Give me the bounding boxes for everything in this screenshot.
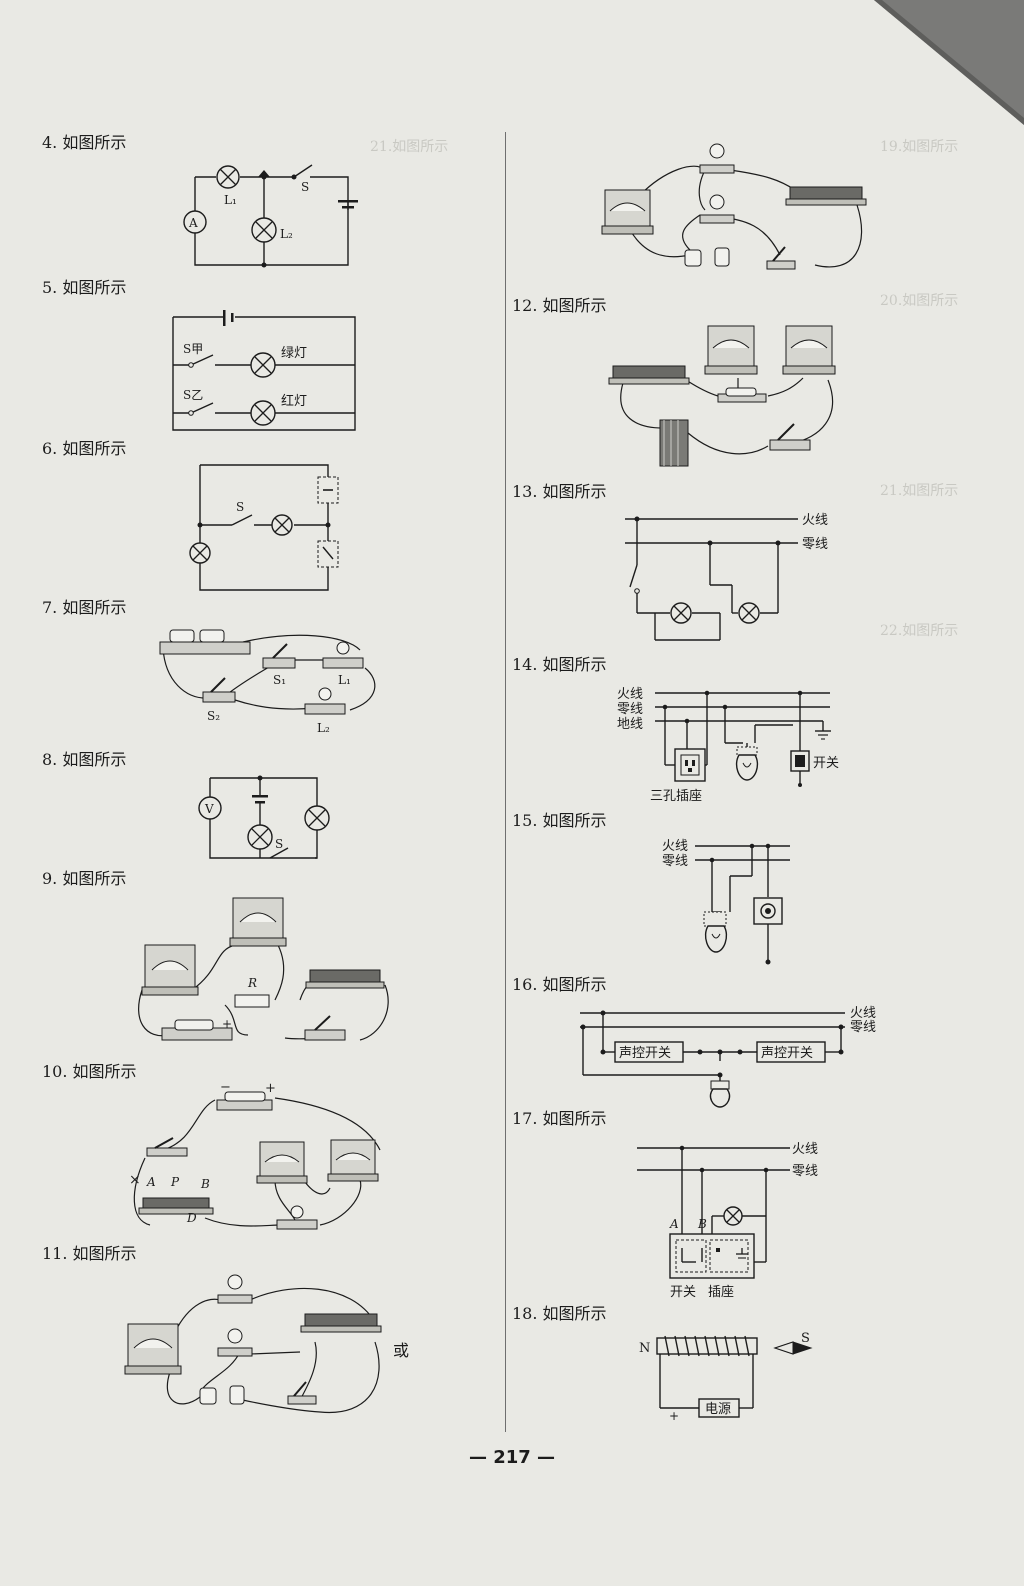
switch-label: 开关 <box>670 1285 696 1300</box>
bleed-through-text: 21.如图所示 <box>880 483 959 499</box>
south-pole-label: S <box>801 1331 810 1346</box>
resistor-label: R <box>247 976 257 990</box>
item-9-label: 9. 如图所示 <box>42 869 127 888</box>
figure-4-circuit: A L₁ L₂ S <box>183 164 358 268</box>
live-wire-label: 火线 <box>662 839 688 854</box>
live-wire-label: 火线 <box>792 1142 818 1157</box>
item-5-label: 5. 如图所示 <box>42 278 127 297</box>
slider-p-label: P <box>170 1175 180 1189</box>
ammeter-label: A <box>188 216 198 230</box>
sound-switch-2-label: 声控开关 <box>761 1046 813 1061</box>
point-b-label: B <box>697 1217 707 1231</box>
page-corner-fold <box>874 0 1024 125</box>
item-6-label: 6. 如图所示 <box>42 439 127 458</box>
lamp-2-label: L₂ <box>280 227 293 241</box>
figure-14-household-circuit: 火线 零线 地线 三孔插座 开关 <box>617 687 839 804</box>
ground-wire-label: 地线 <box>617 717 643 732</box>
switch-label: S <box>301 180 309 194</box>
item-12-label: 12. 如图所示 <box>512 296 607 315</box>
figure-11-wiring <box>124 1274 382 1414</box>
bleed-through-text: 21.如图所示 <box>370 139 449 155</box>
switch-a-label: S甲 <box>183 342 203 356</box>
live-wire-label: 火线 <box>802 513 828 528</box>
figure-6-circuit: S <box>189 464 339 591</box>
neutral-wire-label: 零线 <box>662 854 688 869</box>
figure-16-sound-switch-circuit: 声控开关 声控开关 火线 零线 <box>580 1006 876 1108</box>
sound-switch-1-label: 声控开关 <box>619 1046 671 1061</box>
switch-label: S <box>236 500 244 514</box>
item-16-label: 16. 如图所示 <box>512 975 607 994</box>
item-10-label: 10. 如图所示 <box>42 1062 137 1081</box>
bleed-through-text: 22.如图所示 <box>880 623 959 639</box>
bleed-through-text: 19.如图所示 <box>880 139 959 155</box>
item-7-label: 7. 如图所示 <box>42 598 127 617</box>
neutral-wire-label: 零线 <box>850 1020 876 1035</box>
switch-label: 开关 <box>813 756 839 771</box>
point-a-label: A <box>669 1217 679 1231</box>
minus-label: − <box>220 1080 231 1095</box>
terminal-a-label: A <box>146 1175 156 1189</box>
item-11-label: 11. 如图所示 <box>42 1244 137 1263</box>
lamp-1-label: L₁ <box>224 193 237 207</box>
switch-label: S <box>275 837 283 851</box>
item-15-label: 15. 如图所示 <box>512 811 607 830</box>
plus-label: + <box>222 1017 232 1031</box>
figure-17-household-circuit: 火线 零线 A B 开关 插座 <box>637 1142 818 1300</box>
figure-10-wiring: − + × A P B D <box>129 1080 381 1230</box>
red-lamp-label: 红灯 <box>281 393 307 409</box>
live-wire-label: 火线 <box>617 687 643 702</box>
socket-label: 插座 <box>708 1285 734 1300</box>
item-4-label: 4. 如图所示 <box>42 133 127 152</box>
live-wire-label: 火线 <box>850 1006 876 1021</box>
north-pole-label: N <box>639 1341 650 1356</box>
switch-1-label: S₁ <box>273 673 286 687</box>
figure-8-circuit: V S <box>198 775 330 862</box>
plus-label: + <box>669 1409 679 1423</box>
column-divider <box>505 132 506 1432</box>
lamp-1-label: L₁ <box>338 673 351 687</box>
neutral-wire-label: 零线 <box>617 702 643 717</box>
lamp-2-label: L₂ <box>317 721 330 735</box>
socket-label: 三孔插座 <box>650 789 702 804</box>
item-18-label: 18. 如图所示 <box>512 1304 607 1323</box>
or-label: 或 <box>393 1341 410 1360</box>
plus-label: + <box>265 1081 276 1096</box>
figure-11-alt-wiring <box>601 143 867 270</box>
figure-9-wiring: R + <box>138 897 389 1041</box>
terminal-d-label: D <box>186 1211 197 1225</box>
figure-13-household-circuit: 火线 零线 <box>625 513 828 641</box>
bleed-through-text: 20.如图所示 <box>880 293 959 309</box>
figure-15-household-circuit: 火线 零线 <box>662 839 790 965</box>
voltmeter-label: V <box>204 802 214 816</box>
item-14-label: 14. 如图所示 <box>512 655 607 674</box>
neutral-wire-label: 零线 <box>792 1164 818 1179</box>
green-lamp-label: 绿灯 <box>281 346 307 361</box>
switch-2-label: S₂ <box>207 709 220 723</box>
item-13-label: 13. 如图所示 <box>512 482 607 501</box>
figure-7-wiring: S₁ L₁ S₂ L₂ <box>159 629 376 735</box>
item-8-label: 8. 如图所示 <box>42 750 127 769</box>
figure-18-electromagnet: N S + 电源 <box>639 1331 813 1423</box>
terminal-b-label: B <box>200 1177 210 1191</box>
switch-b-label: S乙 <box>183 388 203 402</box>
neutral-wire-label: 零线 <box>802 537 828 552</box>
figure-5-circuit: S甲 S乙 绿灯 红灯 <box>172 310 356 431</box>
item-17-label: 17. 如图所示 <box>512 1109 607 1128</box>
figure-12-wiring <box>608 325 836 467</box>
break-mark: × <box>129 1172 141 1188</box>
power-source-label: 电源 <box>705 1402 731 1417</box>
page-number: — 217 — <box>468 1447 556 1468</box>
